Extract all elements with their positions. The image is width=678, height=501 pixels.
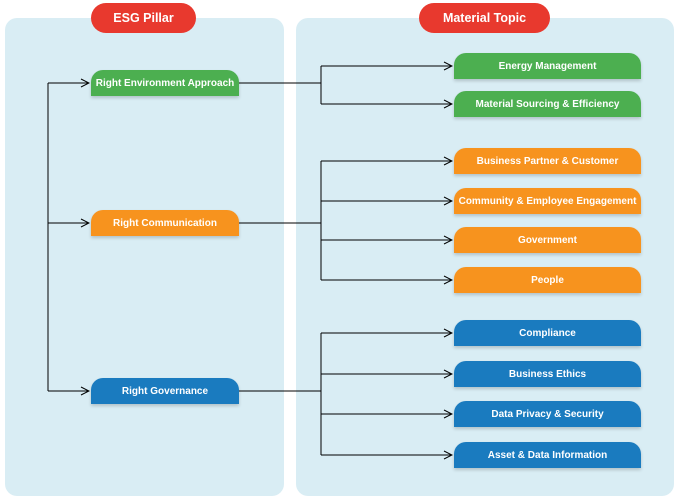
esg-pillar-panel [5,18,284,496]
topic-community-employee-engagement: Community & Employee Engagement [454,188,641,214]
pillar-right-communication: Right Communication [91,210,239,236]
pillar-right-environment-approach: Right Environment Approach [91,70,239,96]
topic-data-privacy-security: Data Privacy & Security [454,401,641,427]
material-topic-header: Material Topic [419,3,550,33]
topic-compliance: Compliance [454,320,641,346]
topic-asset-data-information: Asset & Data Information [454,442,641,468]
topic-business-partner-customer: Business Partner & Customer [454,148,641,174]
pillar-right-governance: Right Governance [91,378,239,404]
topic-material-sourcing-efficiency: Material Sourcing & Efficiency [454,91,641,117]
topic-government: Government [454,227,641,253]
esg-pillar-header: ESG Pillar [91,3,196,33]
topic-energy-management: Energy Management [454,53,641,79]
topic-business-ethics: Business Ethics [454,361,641,387]
topic-people: People [454,267,641,293]
